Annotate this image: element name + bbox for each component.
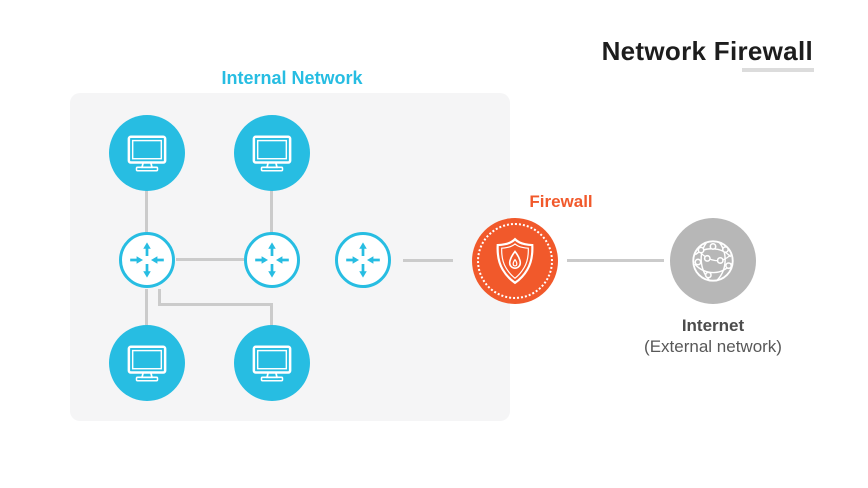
router-node-2: [244, 232, 300, 288]
connection-line-router1-router2: [176, 258, 244, 261]
computer-node-3: [109, 325, 185, 401]
firewall-label: Firewall: [529, 192, 593, 211]
computer-node-1: [109, 115, 185, 191]
connection-line-pc2-router2: [270, 190, 273, 233]
internet-node: [670, 218, 756, 304]
monitor-icon: [124, 342, 170, 384]
router-arrows-icon: [127, 240, 167, 280]
connection-line-router1-pc3: [145, 289, 148, 326]
connection-line-firewall-internet: [567, 259, 664, 262]
firewall-node: [472, 218, 558, 304]
connection-line-pc1-router1: [145, 190, 148, 233]
connection-line-router1-pc4-seg1: [158, 289, 161, 306]
monitor-icon: [249, 132, 295, 174]
router-node-1: [119, 232, 175, 288]
router-node-3: [335, 232, 391, 288]
router-arrows-icon: [343, 240, 383, 280]
title-underline: [742, 68, 814, 72]
connection-line-router3-firewall: [403, 259, 453, 262]
computer-node-4: [234, 325, 310, 401]
connection-line-router1-pc4-seg3: [270, 303, 273, 326]
network-globe-icon: [686, 234, 740, 288]
internet-label: Internet: [681, 316, 745, 335]
computer-node-2: [234, 115, 310, 191]
internal-network-label: Internal Network: [221, 68, 363, 88]
dotted-ring: [477, 223, 553, 299]
external-network-label: (External network): [644, 337, 782, 356]
page-title: Network Firewall: [601, 36, 813, 66]
router-arrows-icon: [252, 240, 292, 280]
connection-line-router1-pc4-seg2: [158, 303, 273, 306]
monitor-icon: [249, 342, 295, 384]
monitor-icon: [124, 132, 170, 174]
